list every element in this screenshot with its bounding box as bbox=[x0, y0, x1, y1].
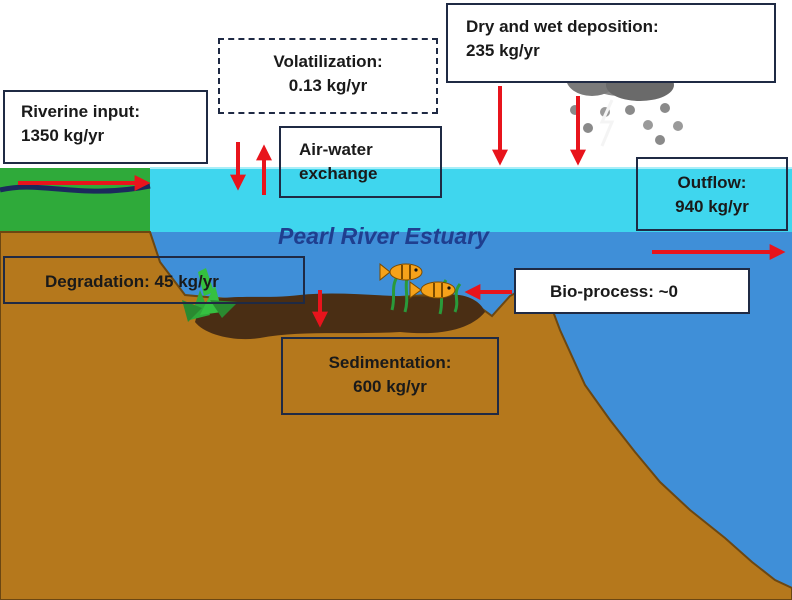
sedimentation-value: 600 kg/yr bbox=[353, 377, 427, 396]
sedimentation-label: Sedimentation: 600 kg/yr bbox=[281, 337, 499, 415]
outflow-value: 940 kg/yr bbox=[675, 197, 749, 216]
volatilization-value: 0.13 kg/yr bbox=[288, 76, 368, 95]
outflow-label: Outflow: 940 kg/yr bbox=[636, 157, 788, 231]
deposition-title: Dry and wet deposition: bbox=[466, 17, 659, 36]
degradation-label: Degradation: 45 kg/yr bbox=[3, 256, 305, 304]
deposition-value: 235 kg/yr bbox=[466, 41, 540, 60]
river-channel bbox=[0, 183, 151, 194]
volatilization-title: Volatilization: bbox=[273, 52, 383, 71]
sedimentation-title: Sedimentation: bbox=[328, 353, 452, 372]
bio-process-text: Bio-process: ~0 bbox=[550, 282, 679, 301]
air-water-line2: exchange bbox=[299, 164, 378, 183]
riverine-input-value: 1350 kg/yr bbox=[21, 126, 105, 145]
volatilization-label: Volatilization: 0.13 kg/yr bbox=[218, 38, 438, 114]
deposition-label: Dry and wet deposition: 235 kg/yr bbox=[446, 3, 776, 83]
degradation-text: Degradation: 45 kg/yr bbox=[45, 272, 219, 291]
sediment-layer bbox=[195, 293, 485, 340]
riverine-input-label: Riverine input: 1350 kg/yr bbox=[3, 90, 208, 164]
flux-arrows bbox=[18, 86, 786, 328]
plant-icon bbox=[182, 268, 238, 322]
outflow-title: Outflow: bbox=[677, 173, 747, 192]
river-bank bbox=[0, 168, 150, 232]
air-water-exchange-label: Air-water exchange bbox=[279, 126, 442, 198]
bio-process-label: Bio-process: ~0 bbox=[514, 268, 750, 314]
air-water-line1: Air-water bbox=[299, 140, 373, 159]
estuary-name: Pearl River Estuary bbox=[278, 223, 489, 249]
riverine-input-title: Riverine input: bbox=[21, 102, 141, 121]
fish-icon bbox=[379, 262, 456, 299]
